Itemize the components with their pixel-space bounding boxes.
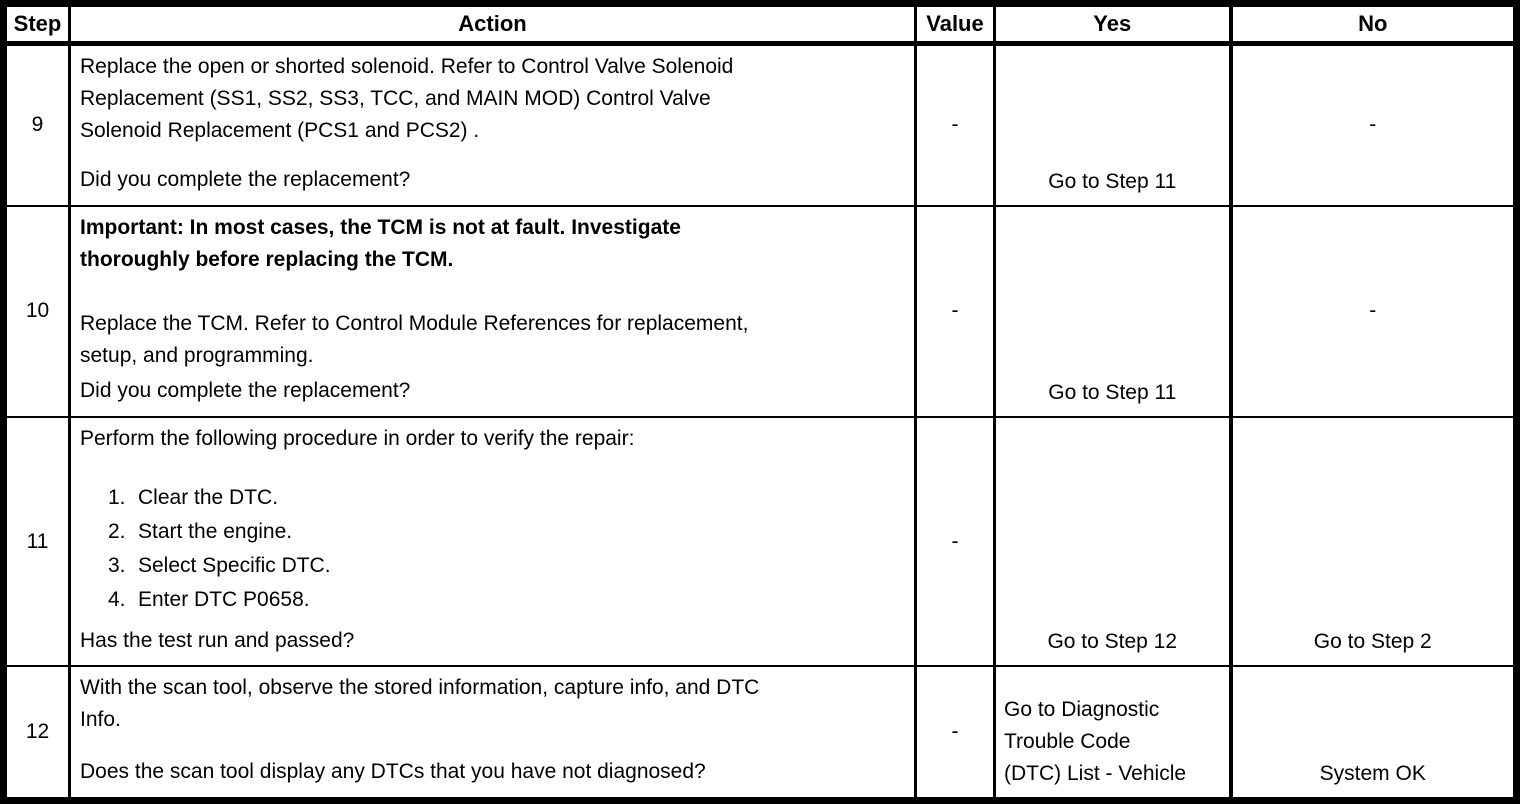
list-item: 2. Start the engine.	[80, 515, 900, 549]
yes-cell: Go to Diagnostic Trouble Code (DTC) List…	[994, 666, 1233, 802]
action-question: Did you complete the replacement?	[80, 168, 411, 192]
no-cell: System OK	[1230, 666, 1517, 802]
column-header-step: Step	[3, 3, 71, 47]
action-question: Has the test run and passed?	[80, 628, 355, 652]
column-header-no: No	[1230, 3, 1517, 47]
action-paragraph: Replace the TCM. Refer to Control Module…	[80, 311, 749, 367]
list-item-number: 1.	[108, 485, 126, 509]
list-item-number: 2.	[108, 519, 126, 543]
list-item-text: Clear the DTC.	[138, 485, 279, 509]
yes-cell: Go to Step 11	[994, 43, 1233, 207]
action-cell: Replace the open or shorted solenoid. Re…	[69, 43, 917, 207]
list-item-text: Start the engine.	[138, 519, 293, 543]
table-row-step-10: 10 Important: In most cases, the TCM is …	[3, 205, 1517, 418]
no-cell: Go to Step 2	[1230, 416, 1517, 668]
header-row: Step Action Value Yes No	[3, 3, 1517, 47]
list-item-number: 4.	[108, 587, 126, 611]
value-cell: -	[915, 416, 996, 668]
no-cell: -	[1230, 43, 1517, 207]
action-cell: Perform the following procedure in order…	[69, 416, 917, 668]
action-paragraph: Replace the open or shorted solenoid. Re…	[80, 55, 734, 143]
list-item: 4. Enter DTC P0658.	[80, 583, 900, 617]
column-header-value: Value	[915, 3, 996, 47]
step-cell: 9	[3, 43, 71, 207]
yes-cell: Go to Step 12	[994, 416, 1233, 668]
step-cell: 11	[3, 416, 71, 668]
action-cell: With the scan tool, observe the stored i…	[69, 666, 917, 802]
action-question: Does the scan tool display any DTCs that…	[80, 760, 706, 784]
column-header-action: Action	[69, 3, 917, 47]
table-row-step-11: 11 Perform the following procedure in or…	[3, 416, 1517, 668]
action-cell: Important: In most cases, the TCM is not…	[69, 205, 917, 418]
important-note: Important: In most cases, the TCM is not…	[80, 215, 681, 271]
list-item: 3. Select Specific DTC.	[80, 549, 900, 583]
list-item: 1. Clear the DTC.	[80, 481, 900, 515]
step-cell: 10	[3, 205, 71, 418]
list-item-text: Select Specific DTC.	[138, 553, 331, 577]
action-paragraph: With the scan tool, observe the stored i…	[80, 676, 760, 732]
yes-cell: Go to Step 11	[994, 205, 1233, 418]
list-item-text: Enter DTC P0658.	[138, 587, 310, 611]
value-cell: -	[915, 43, 996, 207]
value-cell: -	[915, 666, 996, 802]
action-question: Did you complete the replacement?	[80, 378, 411, 402]
column-header-yes: Yes	[994, 3, 1233, 47]
no-cell: -	[1230, 205, 1517, 418]
table-row-step-12: 12 With the scan tool, observe the store…	[3, 666, 1517, 802]
step-cell: 12	[3, 666, 71, 802]
value-cell: -	[915, 205, 996, 418]
table-row-step-9: 9 Replace the open or shorted solenoid. …	[3, 43, 1517, 207]
procedure-list: 1. Clear the DTC. 2. Start the engine. 3. S…	[80, 481, 900, 617]
action-paragraph: Perform the following procedure in order…	[80, 426, 635, 450]
list-item-number: 3.	[108, 553, 126, 577]
